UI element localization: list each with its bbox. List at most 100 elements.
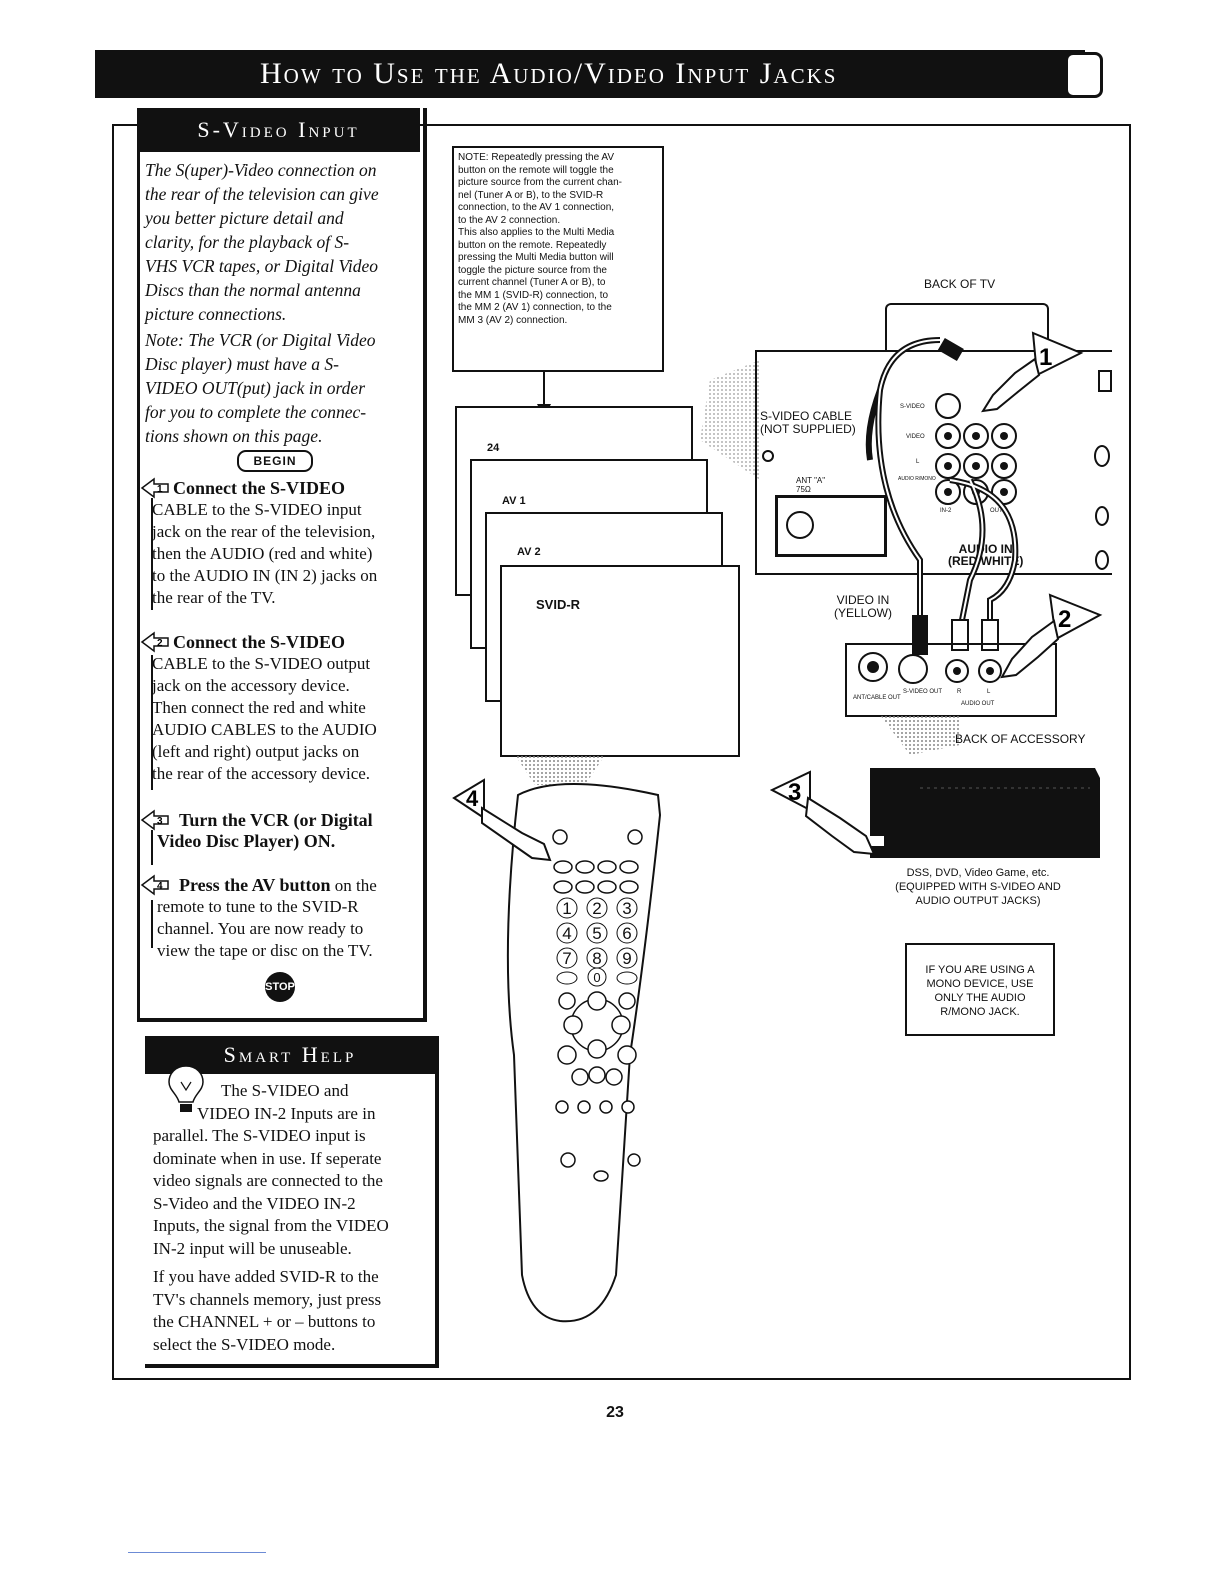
audio-in-label: AUDIO IN (RED/WHITE)	[948, 543, 1023, 567]
mono-line: ONLY THE AUDIO	[934, 992, 1026, 1004]
remote-key: 3	[622, 899, 631, 918]
remote-control: 1 2 3 4 5 6 7 8 9 0	[506, 755, 662, 1323]
back-of-accessory-label: BACK OF ACCESSORY	[955, 732, 1086, 746]
note-box-line: This also applies to the Multi Media	[458, 227, 615, 238]
tv-edge-tab	[1098, 370, 1112, 392]
video-in-label: VIDEO IN (YELLOW)	[834, 594, 892, 620]
help-line: VIDEO IN-2 Inputs are in	[197, 1103, 376, 1123]
step-3-marker-icon: 3	[140, 809, 169, 831]
step-2-number: 2	[157, 638, 163, 649]
step-1-line: jack on the rear of the television,	[152, 522, 376, 541]
diagram-step-number: 2	[1058, 606, 1071, 633]
smart-help-text: The S-VIDEO and VIDEO IN-2 Inputs are in…	[153, 1080, 425, 1356]
note-box-line: nel (Tuner A or B), to the SVID-R	[458, 189, 604, 201]
screen-label: SVID-R	[536, 597, 581, 612]
back-of-tv-label: BACK OF TV	[924, 277, 996, 291]
step-1-line: then the AUDIO (red and white)	[152, 544, 373, 563]
page-number: 23	[606, 1404, 624, 1421]
remote-key: 4	[562, 924, 571, 943]
video-in-text: VIDEO IN	[836, 593, 890, 607]
jack-label: AUDIO R/MONO	[898, 476, 936, 482]
step-4-hand-icon: 4	[452, 778, 552, 862]
accessory-jacks: ANT/CABLE OUT S-VIDEO OUT R L AUDIO OUT	[853, 652, 1002, 707]
svideo-cable-label: S-VIDEO CABLE (NOT SUPPLIED)	[760, 410, 856, 436]
note-box-line: button on the remote will toggle the	[458, 164, 614, 176]
help-line: video signals are connected to the	[153, 1171, 383, 1190]
intro-line: clarity, for the playback of S-	[145, 232, 350, 252]
step-2-title: Connect the S-VIDEO	[173, 632, 346, 652]
svideo-intro: The S(uper)-Video connection on the rear…	[145, 158, 413, 448]
help-line: If you have added SVID-R to the	[153, 1267, 379, 1286]
not-supplied-text: (NOT SUPPLIED)	[760, 422, 856, 436]
step-4-line: channel. You are now ready to	[157, 919, 364, 938]
step-4-title-suffix: on the	[330, 876, 377, 895]
note-line: for you to complete the connec-	[145, 402, 367, 422]
antenna-jack-icon	[786, 511, 814, 539]
svideo-panel-border	[137, 108, 427, 1022]
step-1-line: CABLE to the S-VIDEO input	[152, 500, 362, 519]
accessory-caption-line: (EQUIPPED WITH S-VIDEO AND	[895, 881, 1061, 893]
jack-label: OUT	[990, 508, 1003, 514]
jack-label: IN-2	[940, 508, 952, 514]
step-2: Connect the S-VIDEO CABLE to the S-VIDEO…	[152, 632, 417, 785]
step-2-line: jack on the accessory device.	[152, 676, 350, 695]
tv-side-jacks	[1094, 445, 1110, 570]
svideo-panel	[137, 108, 420, 1020]
step-2-line: AUDIO CABLES to the AUDIO	[152, 720, 377, 739]
step-3-title: Turn the VCR (or Digital	[179, 810, 373, 830]
step-1-hand-icon: 1	[981, 331, 1084, 413]
step-2-line: (left and right) output jacks on	[152, 742, 360, 761]
note-box-line: toggle the picture source from the	[458, 264, 607, 276]
tv-icon	[1065, 52, 1103, 98]
step-2-marker-icon: 2	[140, 631, 169, 653]
step-4-title: Press the AV button	[179, 875, 331, 895]
ohm-label-text: 75Ω	[796, 485, 811, 494]
mono-device-note: IF YOU ARE USING A MONO DEVICE, USE ONLY…	[905, 943, 1055, 1036]
help-line: The S-VIDEO and	[221, 1081, 349, 1100]
step-4-line: view the tape or disc on the TV.	[157, 941, 373, 960]
step-3-hand-icon: 3	[770, 770, 876, 856]
remote-key: 7	[562, 949, 571, 968]
note-line: tions shown on this page.	[145, 426, 323, 446]
accessory-caption: DSS, DVD, Video Game, etc. (EQUIPPED WIT…	[878, 866, 1078, 908]
note-box-line: to the AV 2 connection.	[458, 214, 561, 226]
remote-key: 5	[592, 924, 601, 943]
acc-jack-label: R	[957, 689, 962, 695]
begin-badge: BEGIN	[237, 450, 313, 472]
svideo-heading: S-Video Input	[137, 108, 420, 152]
acc-jack-label: ANT/CABLE OUT	[853, 695, 901, 701]
screw-icon	[762, 450, 774, 462]
note-line: Note: The VCR (or Digital Video	[145, 330, 376, 350]
note-box-line: button on the remote. Repeatedly	[458, 239, 607, 251]
intro-line: the rear of the television can give	[145, 184, 379, 204]
acc-jack-label: S-VIDEO OUT	[903, 689, 942, 695]
remote-key: 0	[593, 970, 600, 985]
screen-label: AV 1	[502, 495, 526, 507]
help-line: S-Video and the VIDEO IN-2	[153, 1193, 356, 1213]
av-note-box: NOTE: Repeatedly pressing the AV button …	[452, 146, 664, 372]
step-2-line: the rear of the accessory device.	[152, 764, 371, 783]
acc-jack-label: AUDIO OUT	[961, 701, 995, 707]
note-line: VIDEO OUT(put) jack in order	[145, 378, 366, 398]
step-2-line: Then connect the red and white	[152, 698, 366, 717]
note-line: Disc player) must have a S-	[145, 354, 339, 374]
accessory-device	[870, 768, 1100, 858]
screen-svid-r: SVID-R	[500, 565, 740, 757]
diagram-step-number: 3	[788, 779, 801, 806]
step-1-title: Connect the S-VIDEO	[173, 478, 346, 498]
mono-line: MONO DEVICE, USE	[926, 978, 1034, 990]
remote-key: 6	[622, 924, 631, 943]
page-title-banner: How to Use the Audio/Video Input Jacks	[95, 50, 1085, 98]
step-2-line: CABLE to the S-VIDEO output	[152, 654, 371, 673]
remote-key: 2	[592, 899, 601, 918]
step-1: Connect the S-VIDEO CABLE to the S-VIDEO…	[152, 478, 417, 609]
red-white-text: (RED/WHITE)	[948, 554, 1024, 568]
accessory-caption-line: AUDIO OUTPUT JACKS)	[915, 895, 1041, 907]
note-box-line: MM 3 (AV 2) connection.	[458, 314, 568, 326]
step-4: Press the AV button on the remote to tun…	[157, 875, 417, 962]
diagram-step-number: 1	[1039, 344, 1052, 371]
note-box-line: connection, to the AV 1 connection,	[458, 202, 615, 213]
help-line: TV's channels memory, just press	[153, 1289, 382, 1309]
help-line: the CHANNEL + or – buttons to	[153, 1312, 376, 1331]
content-frame	[112, 124, 1131, 1380]
